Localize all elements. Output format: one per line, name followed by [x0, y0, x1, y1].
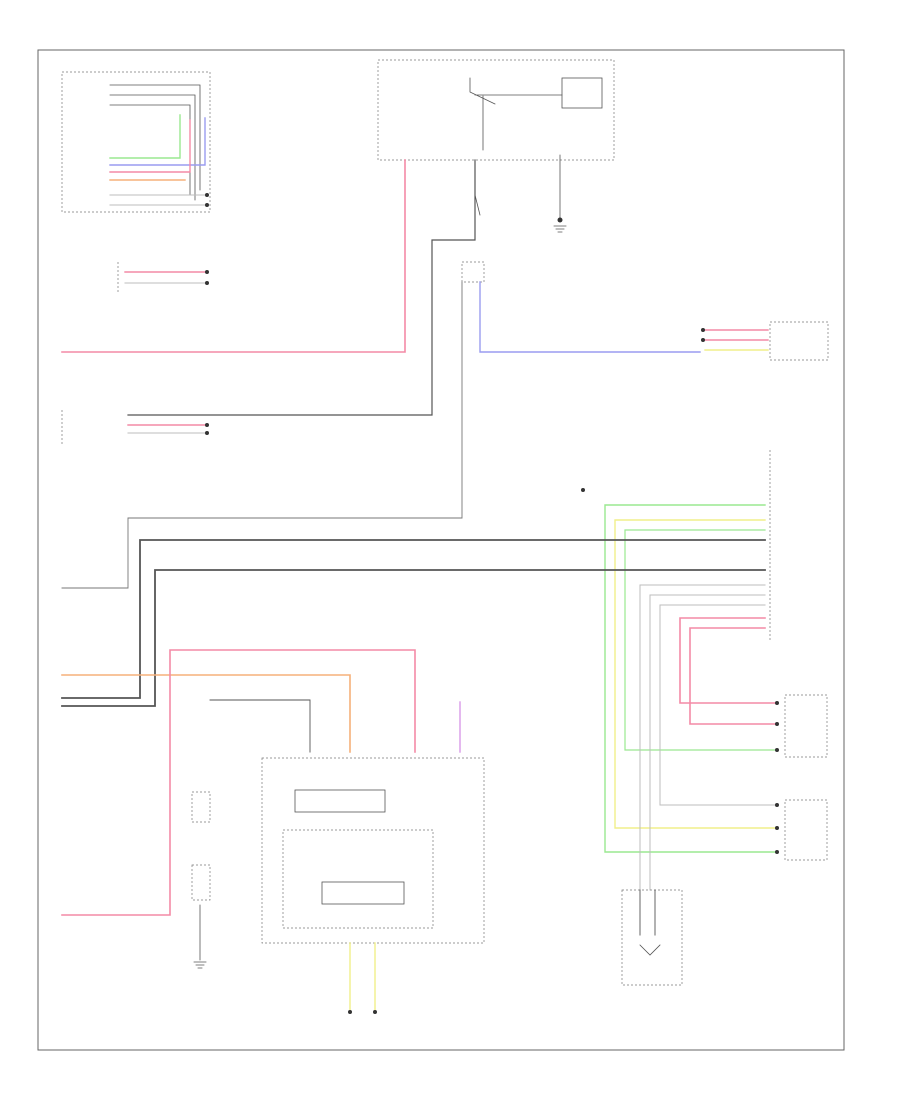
ground-symbol-left: [193, 961, 207, 969]
splice-right-upper-2: [701, 338, 705, 342]
relay-box: [377, 59, 615, 161]
wire-gray-buckle: [639, 889, 656, 936]
ground-connector-top: [557, 217, 563, 223]
splice-bottom-2: [373, 1010, 377, 1014]
wire-red-right-upper: [704, 329, 769, 341]
relay-switch: [469, 77, 563, 151]
wire-gray-switch: [61, 281, 463, 589]
ground-symbol-top: [553, 225, 567, 233]
splice-right-red-2: [775, 722, 779, 726]
wire-orange-lower: [61, 674, 351, 753]
splice-right-gray: [775, 803, 779, 807]
wire-yellow-right: [614, 519, 776, 829]
splice-top-left-1: [205, 193, 209, 197]
splice-yaw-1: [205, 270, 209, 274]
wire-yellow-bottom: [349, 942, 376, 1011]
wire-red-right-2: [689, 627, 776, 725]
wire-green2-right: [624, 529, 776, 751]
splice-right-upper-1: [701, 328, 705, 332]
wire-black-right-1: [61, 539, 766, 699]
splice-right-green2: [775, 850, 779, 854]
buckle-sensor: [621, 889, 683, 986]
connector-right-lower-2: [784, 799, 828, 861]
wire-gray-right: [639, 584, 776, 891]
wire-blue-top-left: [109, 117, 206, 166]
control-circuit-3: [321, 881, 405, 905]
relay-left-lower-1: [191, 791, 211, 823]
splice-left-mid-1: [205, 423, 209, 427]
connector-right-upper: [769, 321, 829, 361]
relay-left-lower-2: [191, 864, 211, 901]
wire-red-right-1: [679, 617, 776, 704]
wire-black-lower: [209, 699, 311, 753]
page-frame: [37, 49, 845, 1051]
splice-top-left-2: [205, 203, 209, 207]
wire-black-group-top-left: [109, 84, 201, 201]
wire-black-right-2: [61, 569, 766, 707]
switch-connector: [461, 261, 485, 283]
wire-green-right: [604, 504, 776, 853]
wire-blue-switch: [479, 281, 701, 353]
splice-right-green: [775, 748, 779, 752]
wire-red-lower: [61, 649, 416, 916]
connector-top-left: [61, 71, 211, 213]
wire-black-relay: [127, 159, 476, 416]
splice-bottom-1: [348, 1010, 352, 1014]
splice-right-main: [581, 488, 585, 492]
control-circuit-2: [282, 829, 434, 929]
wire-gray-top-left: [109, 194, 206, 206]
connector-right-lower-1: [784, 694, 828, 758]
splice-right-red-1: [775, 701, 779, 705]
wire-red-top-left: [109, 119, 191, 173]
buckle-switch-symbol: [639, 944, 661, 956]
wire-black-relay-switch: [474, 194, 481, 216]
wire-green-top-left: [109, 114, 181, 159]
splice-right-yellow: [775, 826, 779, 830]
control-circuit-1: [294, 789, 386, 813]
wire-red-main: [61, 159, 406, 353]
control-module: [261, 757, 485, 944]
splice-yaw-2: [205, 281, 209, 285]
splice-left-mid-2: [205, 431, 209, 435]
relay-coil-box: [561, 77, 603, 109]
